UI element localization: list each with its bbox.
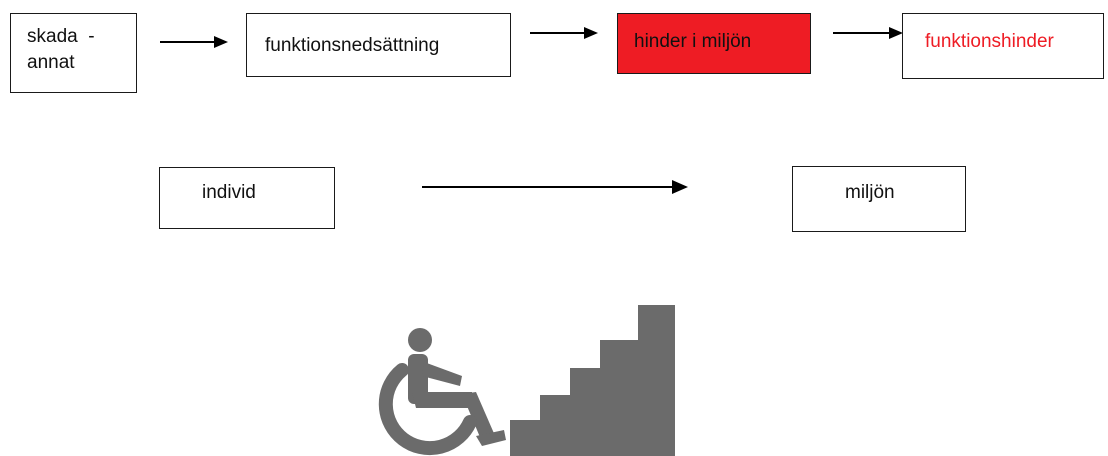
box-individ-label: individ [202, 182, 256, 203]
box-miljon-label: miljön [845, 182, 895, 203]
arrow-3 [833, 27, 903, 39]
box-skada-annat-line2: annat [27, 52, 75, 73]
box-individ: individ [159, 167, 335, 229]
arrow-individ-miljon [422, 180, 688, 194]
box-miljon: miljön [792, 166, 966, 232]
arrow-2 [530, 27, 598, 39]
box-funktionshinder-label: funktionshinder [925, 31, 1054, 52]
wheelchair-at-stairs-icon [378, 305, 675, 456]
box-hinder-i-miljon: hinder i miljön [617, 13, 811, 74]
arrow-1 [160, 36, 228, 48]
box-funktionsnedsattning-label: funktionsnedsättning [265, 35, 440, 56]
box-skada-annat: skada - annat [10, 13, 137, 93]
box-hinder-i-miljon-label: hinder i miljön [634, 31, 752, 52]
box-funktionsnedsattning: funktionsnedsättning [246, 13, 511, 77]
box-funktionshinder: funktionshinder [902, 13, 1104, 79]
box-skada-annat-line1: skada - [27, 26, 95, 47]
